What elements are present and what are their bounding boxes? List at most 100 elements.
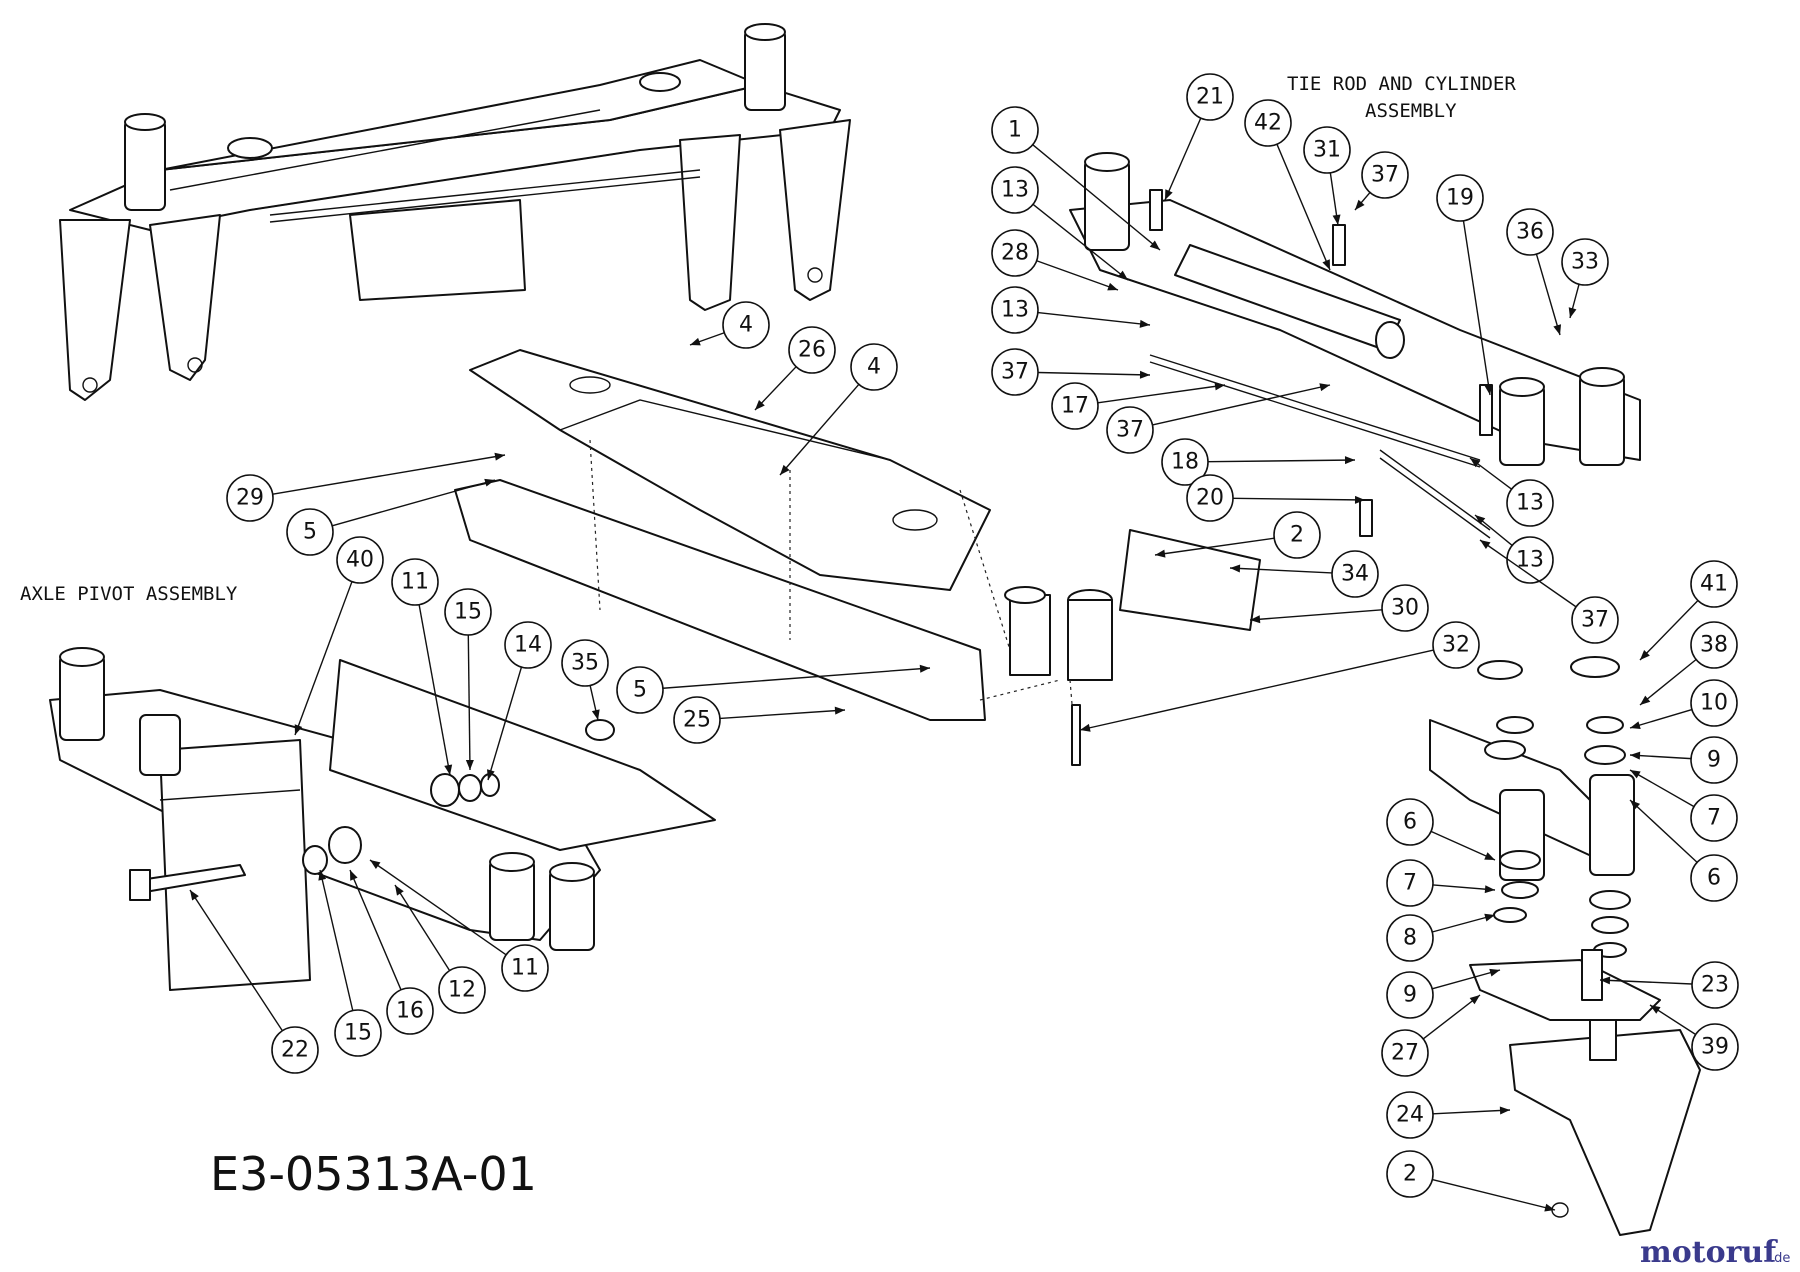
callout-6: 6	[1386, 798, 1496, 861]
logo-text: motoruf	[1640, 1235, 1778, 1270]
callout-number: 24	[1396, 1103, 1424, 1128]
callout-arrowhead	[1155, 549, 1166, 558]
callout-42: 42	[1244, 99, 1331, 271]
callout-leader	[1276, 143, 1331, 271]
callout-circle	[1386, 798, 1434, 846]
callout-number: 10	[1700, 691, 1728, 716]
callout-19: 19	[1436, 174, 1493, 396]
callout-22: 22	[189, 889, 319, 1074]
callout-circle	[504, 621, 552, 669]
callout-circle	[501, 944, 549, 992]
callout-11: 11	[369, 859, 549, 992]
callout-leader	[1249, 609, 1383, 621]
callout-leader	[1462, 220, 1491, 396]
callout-13: 13	[991, 286, 1151, 334]
callout-circle	[1386, 1150, 1434, 1198]
callout-arrowhead	[1322, 259, 1330, 270]
callout-9: 9	[1629, 736, 1738, 784]
callout-number: 25	[683, 708, 711, 733]
callout-leader	[1629, 754, 1692, 760]
callout-number: 12	[448, 978, 476, 1003]
callout-leader	[1430, 830, 1496, 861]
callout-32: 32	[1079, 621, 1480, 732]
callout-arrowhead	[1354, 495, 1365, 504]
callout-arrowhead	[1469, 995, 1480, 1005]
callout-4: 4	[779, 343, 898, 476]
callout-leader	[1639, 599, 1699, 661]
callout-circle	[1244, 99, 1292, 147]
callout-17: 17	[1051, 382, 1226, 430]
callout-circle	[850, 343, 898, 391]
callout-number: 20	[1196, 486, 1224, 511]
callout-number: 11	[511, 956, 539, 981]
callout-30: 30	[1249, 584, 1429, 632]
callout-leader	[1422, 994, 1481, 1040]
callout-circle	[673, 696, 721, 744]
callout-circle	[991, 166, 1039, 214]
callout-arrowhead	[690, 337, 701, 346]
callout-7: 7	[1629, 769, 1738, 842]
callout-13: 13	[1474, 514, 1554, 584]
callout-arrowhead	[1484, 852, 1495, 860]
callout-6: 6	[1629, 799, 1738, 902]
callout-number: 37	[1371, 163, 1399, 188]
callout-arrowhead	[1355, 199, 1365, 210]
callout-34: 34	[1229, 550, 1379, 598]
callout-circle	[561, 639, 609, 687]
callout-leader	[1629, 769, 1695, 808]
callout-13: 13	[991, 166, 1129, 281]
callout-28: 28	[991, 229, 1119, 291]
tie-rod-cylinder-view	[1069, 152, 1641, 631]
callout-16: 16	[349, 869, 434, 1035]
callout-arrowhead	[190, 890, 199, 901]
drawing-code: E3-05313A-01	[210, 1147, 537, 1201]
callout-circle	[1381, 584, 1429, 632]
callout-circle	[1506, 208, 1554, 256]
callout-leader	[719, 709, 846, 720]
callout-circle	[1690, 560, 1738, 608]
callout-number: 33	[1571, 250, 1599, 275]
callout-12: 12	[394, 884, 486, 1014]
callout-leader	[418, 604, 451, 776]
callout-37: 37	[1106, 383, 1331, 454]
callout-circle	[334, 1009, 382, 1057]
callout-circle	[438, 966, 486, 1014]
callout-circle	[1506, 536, 1554, 584]
callout-arrowhead	[1630, 721, 1641, 729]
callout-arrowhead	[919, 664, 930, 673]
front-axle-assembly-view	[59, 23, 851, 401]
callout-number: 9	[1707, 748, 1721, 773]
callout-number: 39	[1701, 1035, 1729, 1060]
callout-number: 4	[739, 313, 753, 338]
callout-number: 16	[396, 999, 424, 1024]
callout-number: 15	[344, 1021, 372, 1046]
callout-number: 9	[1403, 983, 1417, 1008]
center-axle-exploded-view	[454, 349, 1113, 766]
callout-circle	[1331, 550, 1379, 598]
callout-leader	[1432, 914, 1496, 933]
callout-circle	[1690, 679, 1738, 727]
callout-circle	[1386, 971, 1434, 1019]
callout-number: 13	[1516, 491, 1544, 516]
callout-arrowhead	[755, 399, 765, 410]
callout-36: 36	[1506, 208, 1562, 336]
callout-circle	[336, 536, 384, 584]
callout-leader	[272, 454, 506, 495]
callout-number: 13	[1001, 178, 1029, 203]
callout-number: 18	[1171, 450, 1199, 475]
callout-number: 27	[1391, 1041, 1419, 1066]
callout-arrowhead	[1250, 615, 1261, 624]
axle-pivot-heading: AXLE PIVOT ASSEMBLY	[20, 583, 238, 605]
axle-pivot-view	[49, 647, 716, 991]
callout-circle	[1361, 151, 1409, 199]
callout-leader	[1079, 649, 1434, 731]
callout-arrowhead	[780, 464, 790, 475]
callout-number: 29	[236, 486, 264, 511]
callout-2: 2	[1154, 511, 1321, 559]
callout-leader	[487, 666, 523, 781]
callout-circle	[1161, 438, 1209, 486]
spindle-exploded-view	[1429, 656, 1701, 1236]
callout-circle	[788, 326, 836, 374]
callout-circle	[1386, 914, 1434, 962]
callout-number: 2	[1403, 1162, 1417, 1187]
